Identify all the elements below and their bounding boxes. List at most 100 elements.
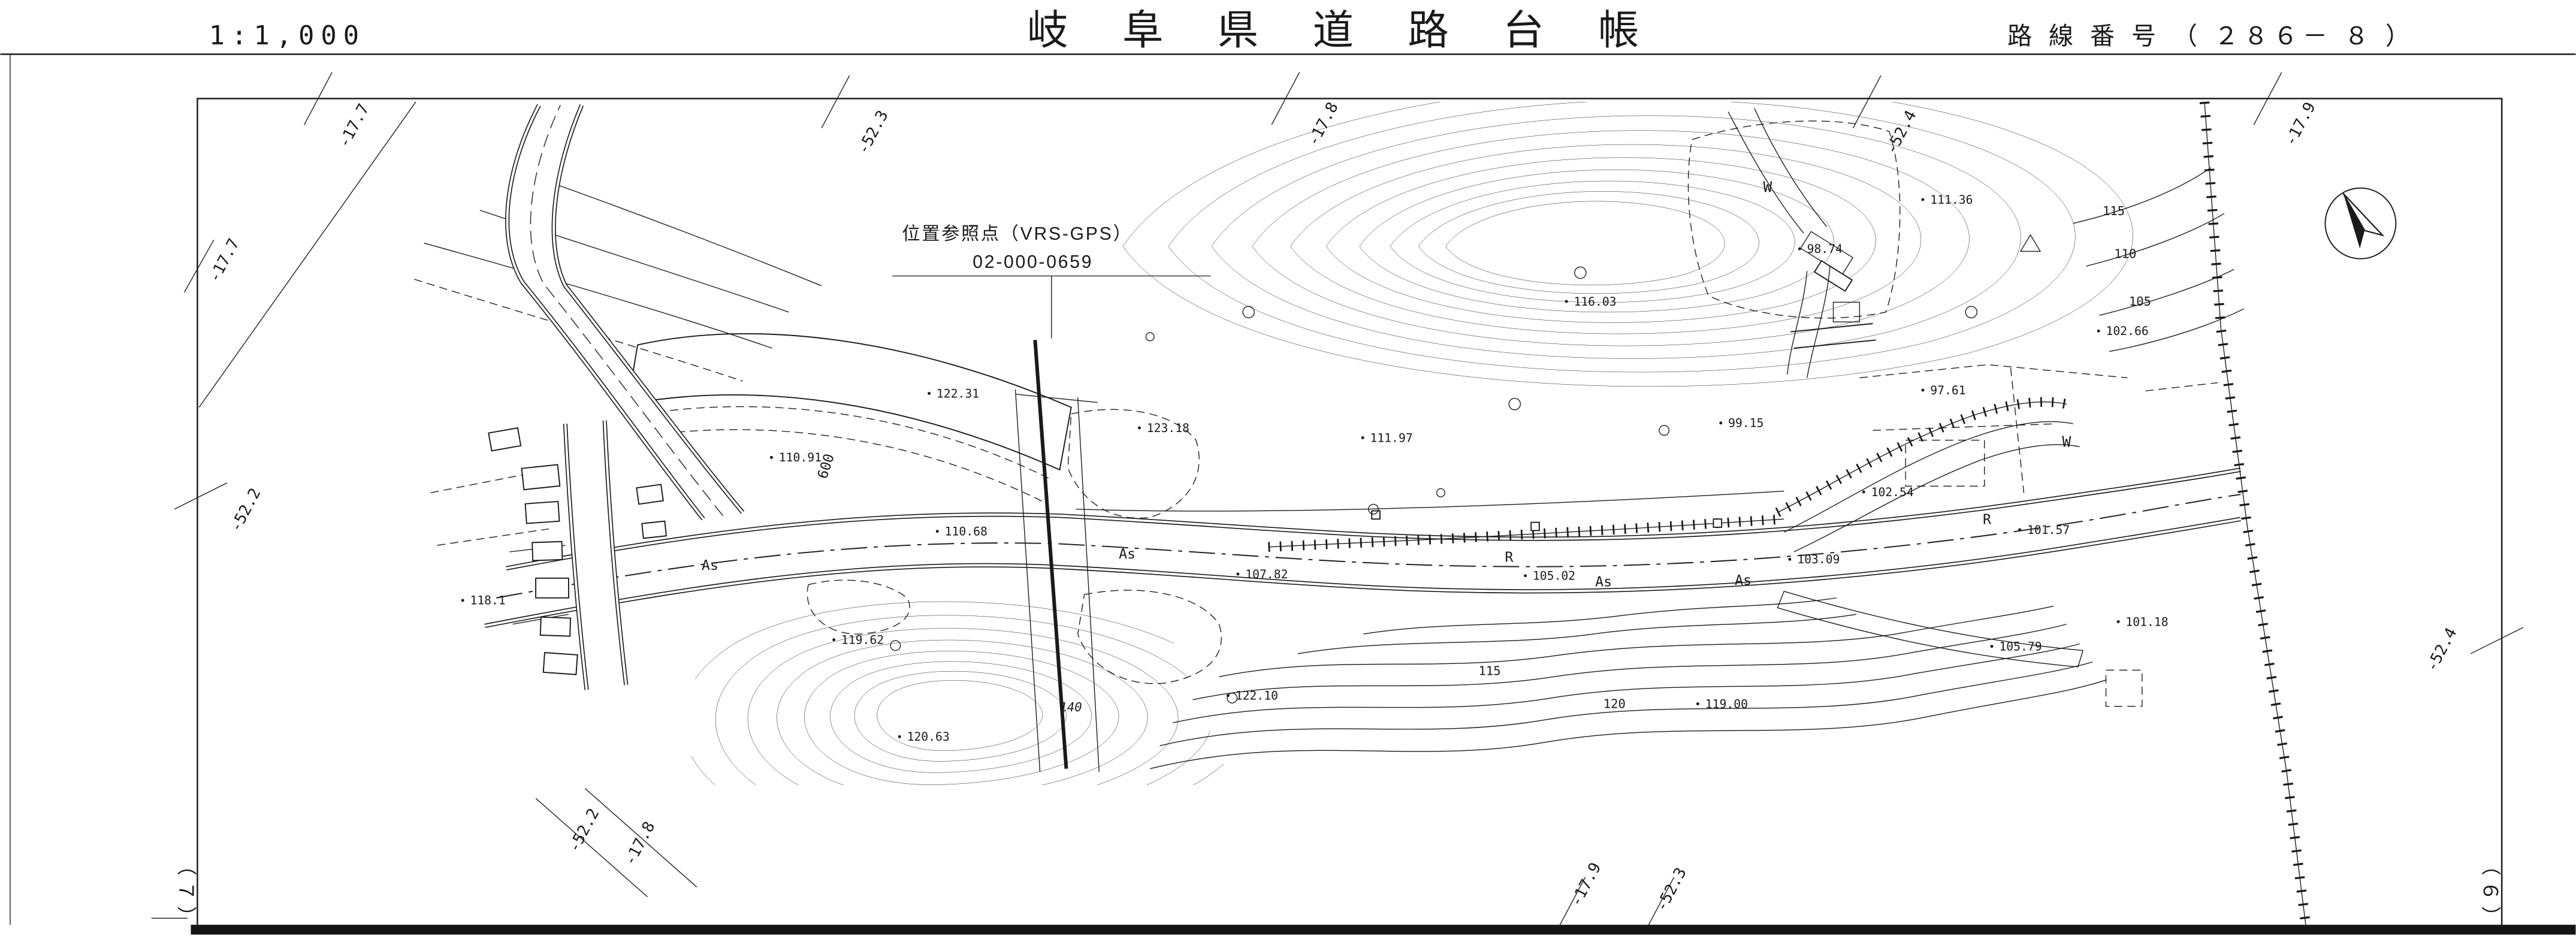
spot-elevation-label: 122.31 [937,387,979,400]
building [542,652,578,675]
adjacent-sheet-left: （ ７ ） [175,856,197,926]
spot-elevation-label: 101.18 [2125,615,2168,629]
tree-symbol-icon [1242,306,1255,319]
spot-elevation-dot [928,392,931,395]
spot-elevation-label: 122.10 [1236,689,1278,703]
map-scale-label: 1:1,000 [209,20,366,51]
tree-symbol-icon [890,640,901,651]
sheet-bottom-edge [191,925,2576,935]
section-line [1033,340,1068,769]
spot-elevation-dot [1990,645,1994,648]
slope-hatch-bands [627,333,2084,668]
spot-elevation-dot [898,735,901,738]
spot-elevation-label: 101.57 [2027,523,2070,537]
road-surface-label: As [1119,546,1136,562]
spot-elevation-label: 99.15 [1728,416,1763,430]
stipple-area-center [1067,409,1200,519]
spot-elevation-dot [1137,426,1141,430]
spot-elevation-dot [1236,572,1240,576]
spot-elevation-label: 107.82 [1245,567,1288,581]
stipple-area-left [807,579,910,635]
road-surface-label: As [702,557,718,573]
spot-elevation-dot [1696,702,1699,706]
contour-elevation-label: 115 [2103,204,2125,218]
main-road [485,470,2240,626]
tree-symbol-icon [1227,693,1238,704]
spot-elevation-label: 105.02 [1533,569,1575,583]
tree-symbol-icon [1368,503,1379,515]
roadside-ditch-line [1076,490,1784,512]
benchmark-triangle-icon [2019,234,2042,252]
spot-elevation-label: 120.63 [907,730,950,744]
spot-elevation-label: 111.36 [1930,193,1973,207]
adjacent-sheet-refs: （ ７ ） （ ６ ） [151,856,2502,926]
spot-elevation-dot [935,530,939,533]
building [641,520,668,539]
adjacent-sheet-right: （ ６ ） [2480,856,2502,926]
spot-elevation-label: 123.18 [1147,421,1189,435]
spot-elevation-dot [1921,198,1925,201]
page-title: 岐 阜 県 道 路 台 帳 [1027,7,1660,53]
contour-elevation-label: 115 [1478,664,1500,678]
building [524,500,560,524]
grid-ticks [174,72,2524,930]
spot-elevation-label: 105.79 [1999,639,2042,653]
tree-symbol-icon [1965,306,1978,319]
spot-elevation-dot [769,455,773,459]
spot-elevation-dot [1921,388,1925,392]
tree-symbol-icon [1145,332,1155,342]
stream-line [1754,108,1828,227]
gps-callout-line2: 02-000-0659 [973,252,1093,272]
spot-elevation-dot [1524,574,1527,578]
right-side-structures [1728,108,2218,707]
building [535,577,569,599]
survey-edge-diagonal-topleft [198,101,416,408]
branch-road-centerline [530,105,724,517]
spot-elevation-dot [1226,694,1230,698]
embankment-hatch-upper-left [627,333,1072,471]
stream-line [1728,111,1804,234]
road-surface-label: R [1983,511,1992,527]
road-centerline [496,494,2241,599]
tree-symbol-icon [1436,488,1445,497]
building [636,484,664,505]
spot-elevation-dot [1719,421,1723,425]
contour-lines-lower-middle [1150,597,2106,769]
spot-elevation-dot [1565,300,1568,303]
spot-elevation-label: 102.54 [1871,485,1914,499]
retaining-wall-along-road [1268,510,1784,552]
road-surface-label: As [1595,574,1612,590]
stipple-areas [807,120,1901,684]
water-mark-label: W [2062,433,2071,451]
compass-needle-icon [2342,193,2385,249]
spot-elevation-dot [2018,528,2022,532]
north-arrow-compass [2324,187,2397,259]
building [531,541,563,561]
spot-elevation-dot [1361,436,1364,439]
spot-elevation-label: 110.91 [779,451,822,464]
spot-elevation-label: 119.62 [841,633,884,647]
spot-elevation-label: 118.1 [470,594,505,608]
gps-callout-line1: 位置参照点（VRS-GPS） [902,224,1133,244]
spot-elevation-dot [2097,329,2100,333]
spot-elevation-label: 98.74 [1807,242,1843,256]
road-surface [485,469,2241,626]
building [488,427,522,452]
spot-elevation-label: 97.61 [1930,384,1965,397]
gps-reference-callout: 位置参照点（VRS-GPS） 02-000-0659 [892,224,1211,339]
stipple-area-top [1687,120,1901,319]
road-surface-label: As [1735,572,1751,588]
spot-elevation-dot [1798,247,1801,250]
header: 1:1,000 岐 阜 県 道 路 台 帳 路 線 番 号 （ ２８６－ ８ ） [0,7,2576,925]
spot-elevation-dot [2116,620,2120,623]
road-surface-label: R [1505,549,1514,565]
dashed-parcel [1905,439,1985,487]
building [521,464,561,491]
route-number-label: 路 線 番 号 （ ２８６－ ８ ） [2007,22,2415,50]
survey-boundary-right [2199,101,2312,931]
compass-circle [2324,187,2397,259]
spot-elevation-dot [1862,490,1865,494]
